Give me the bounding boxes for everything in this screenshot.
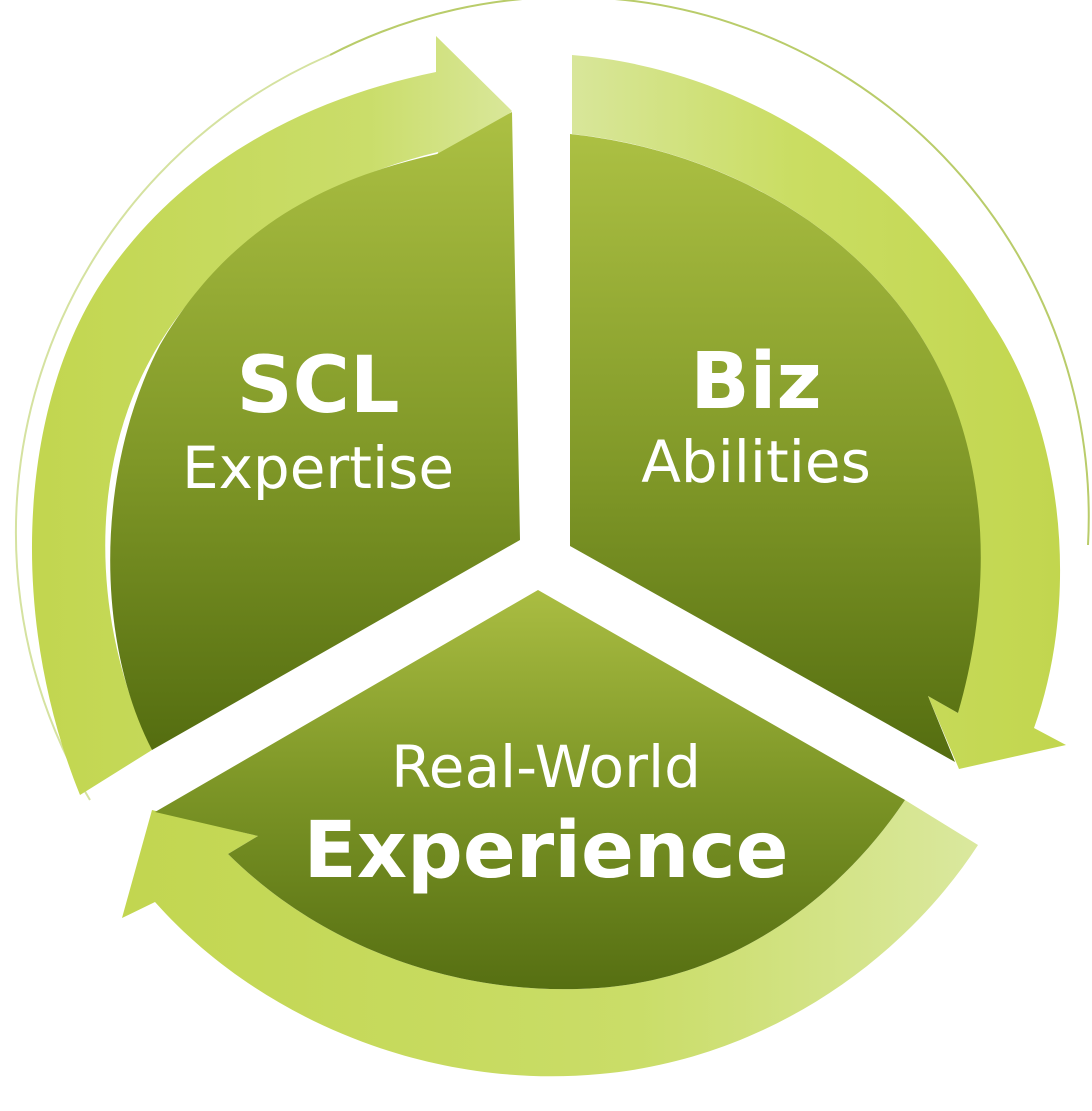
cycle-arrow-bottom — [122, 800, 978, 1077]
cycle-arrow-left — [31, 36, 513, 795]
segment-scl — [110, 112, 520, 750]
segment-real-world-title: Experience — [303, 806, 788, 896]
segment-biz-title: Biz — [690, 337, 822, 427]
outer-outline-ring — [329, 0, 1090, 546]
outer-outline-ring-left — [14, 54, 331, 801]
segment-biz-subtitle: Abilities — [641, 428, 871, 496]
segment-real-world-subtitle: Real-World — [391, 733, 701, 801]
segment-scl-subtitle: Expertise — [182, 434, 454, 502]
segment-biz — [570, 134, 981, 762]
segment-real-world — [155, 590, 905, 990]
segment-scl-title: SCL — [236, 341, 399, 431]
cycle-arrow-right — [572, 55, 1066, 769]
